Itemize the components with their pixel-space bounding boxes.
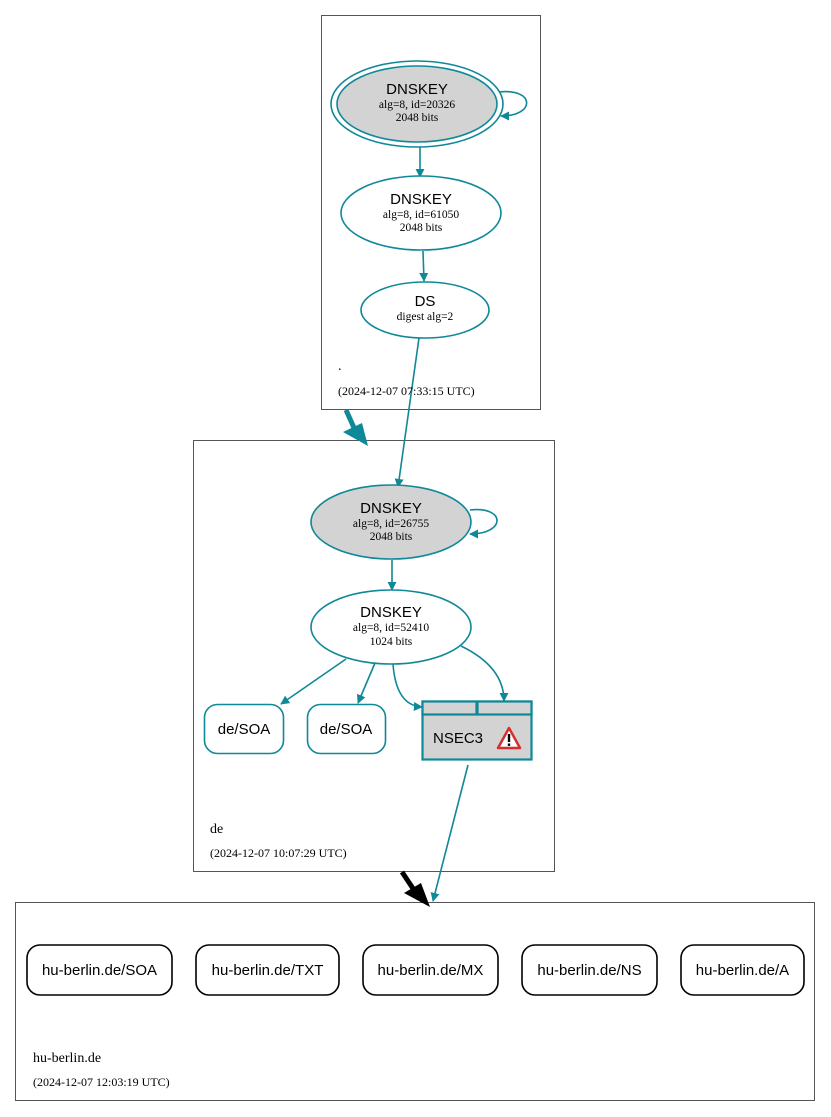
hu-ns-label: hu-berlin.de/NS bbox=[537, 962, 641, 979]
de-soa-label-2: de/SOA bbox=[320, 721, 373, 738]
root-ksk-bits: 2048 bits bbox=[396, 112, 439, 124]
de-ksk-bits: 2048 bits bbox=[370, 531, 413, 543]
root-zsk-title: DNSKEY bbox=[390, 191, 452, 208]
root-zsk-bits: 2048 bits bbox=[400, 222, 443, 234]
root-ds-digest: digest alg=2 bbox=[397, 311, 454, 323]
root-ksk-alg: alg=8, id=20326 bbox=[379, 99, 455, 111]
de-to-hu-delegation-arrowhead bbox=[404, 883, 430, 907]
de-zsk-to-nsec3-right-edge bbox=[460, 645, 509, 702]
de-ksk-self-edge bbox=[469, 508, 498, 539]
root-zone-timestamp: (2024-12-07 07:33:15 UTC) bbox=[338, 384, 475, 398]
root-to-de-delegation-arrowhead bbox=[343, 423, 368, 446]
de-zsk-title: DNSKEY bbox=[360, 604, 422, 621]
root-zsk-to-ds-edge bbox=[419, 250, 429, 282]
hu-mx-rrset[interactable]: hu-berlin.de/MX bbox=[362, 944, 499, 996]
zone-hu-box bbox=[15, 902, 815, 1101]
de-to-hu-delegation-edge bbox=[399, 870, 417, 892]
root-to-de-delegation-edge bbox=[343, 408, 358, 432]
de-zsk-alg: alg=8, id=52410 bbox=[353, 622, 429, 634]
hu-soa-label: hu-berlin.de/SOA bbox=[42, 962, 157, 979]
de-zsk-to-soa1-edge bbox=[280, 658, 347, 705]
hu-zone-timestamp: (2024-12-07 12:03:19 UTC) bbox=[33, 1075, 170, 1089]
warning-icon bbox=[496, 726, 522, 750]
root-ksk-node[interactable]: DNSKEY alg=8, id=20326 2048 bits bbox=[330, 60, 504, 148]
root-ds-title: DS bbox=[415, 293, 436, 310]
hu-mx-label: hu-berlin.de/MX bbox=[378, 962, 484, 979]
hu-a-rrset[interactable]: hu-berlin.de/A bbox=[680, 944, 805, 996]
de-soa-label-1: de/SOA bbox=[218, 721, 271, 738]
de-soa-rrset-1[interactable]: de/SOA bbox=[203, 703, 285, 755]
root-zsk-node[interactable]: DNSKEY alg=8, id=61050 2048 bits bbox=[340, 175, 502, 251]
de-zsk-bits: 1024 bits bbox=[370, 636, 413, 648]
root-ksk-self-edge bbox=[498, 90, 528, 121]
hu-zone-name: hu-berlin.de bbox=[33, 1051, 101, 1066]
root-zone-name: . bbox=[338, 359, 342, 374]
de-ksk-title: DNSKEY bbox=[360, 500, 422, 517]
nsec3-to-hu-edge bbox=[430, 764, 469, 902]
de-nsec3-label: NSEC3 bbox=[433, 730, 483, 747]
root-ksk-title: DNSKEY bbox=[386, 81, 448, 98]
de-zsk-node[interactable]: DNSKEY alg=8, id=52410 1024 bits bbox=[310, 589, 472, 665]
de-ksk-alg: alg=8, id=26755 bbox=[353, 518, 429, 530]
de-zone-timestamp: (2024-12-07 10:07:29 UTC) bbox=[210, 846, 347, 860]
hu-soa-rrset[interactable]: hu-berlin.de/SOA bbox=[26, 944, 173, 996]
de-zsk-to-nsec3-left-edge bbox=[392, 663, 423, 712]
de-zone-name: de bbox=[210, 822, 223, 837]
de-nsec3-node[interactable]: NSEC3 bbox=[421, 700, 533, 761]
hu-ns-rrset[interactable]: hu-berlin.de/NS bbox=[521, 944, 658, 996]
root-zsk-alg: alg=8, id=61050 bbox=[383, 209, 459, 221]
hu-txt-label: hu-berlin.de/TXT bbox=[212, 962, 324, 979]
de-zsk-to-soa2-edge bbox=[357, 662, 376, 704]
de-ksk-node[interactable]: DNSKEY alg=8, id=26755 2048 bits bbox=[310, 484, 472, 560]
de-soa-rrset-2[interactable]: de/SOA bbox=[306, 703, 387, 755]
hu-txt-rrset[interactable]: hu-berlin.de/TXT bbox=[195, 944, 340, 996]
root-ds-node[interactable]: DS digest alg=2 bbox=[360, 281, 490, 339]
ds-to-de-ksk-edge bbox=[394, 337, 420, 488]
hu-a-label: hu-berlin.de/A bbox=[696, 962, 789, 979]
